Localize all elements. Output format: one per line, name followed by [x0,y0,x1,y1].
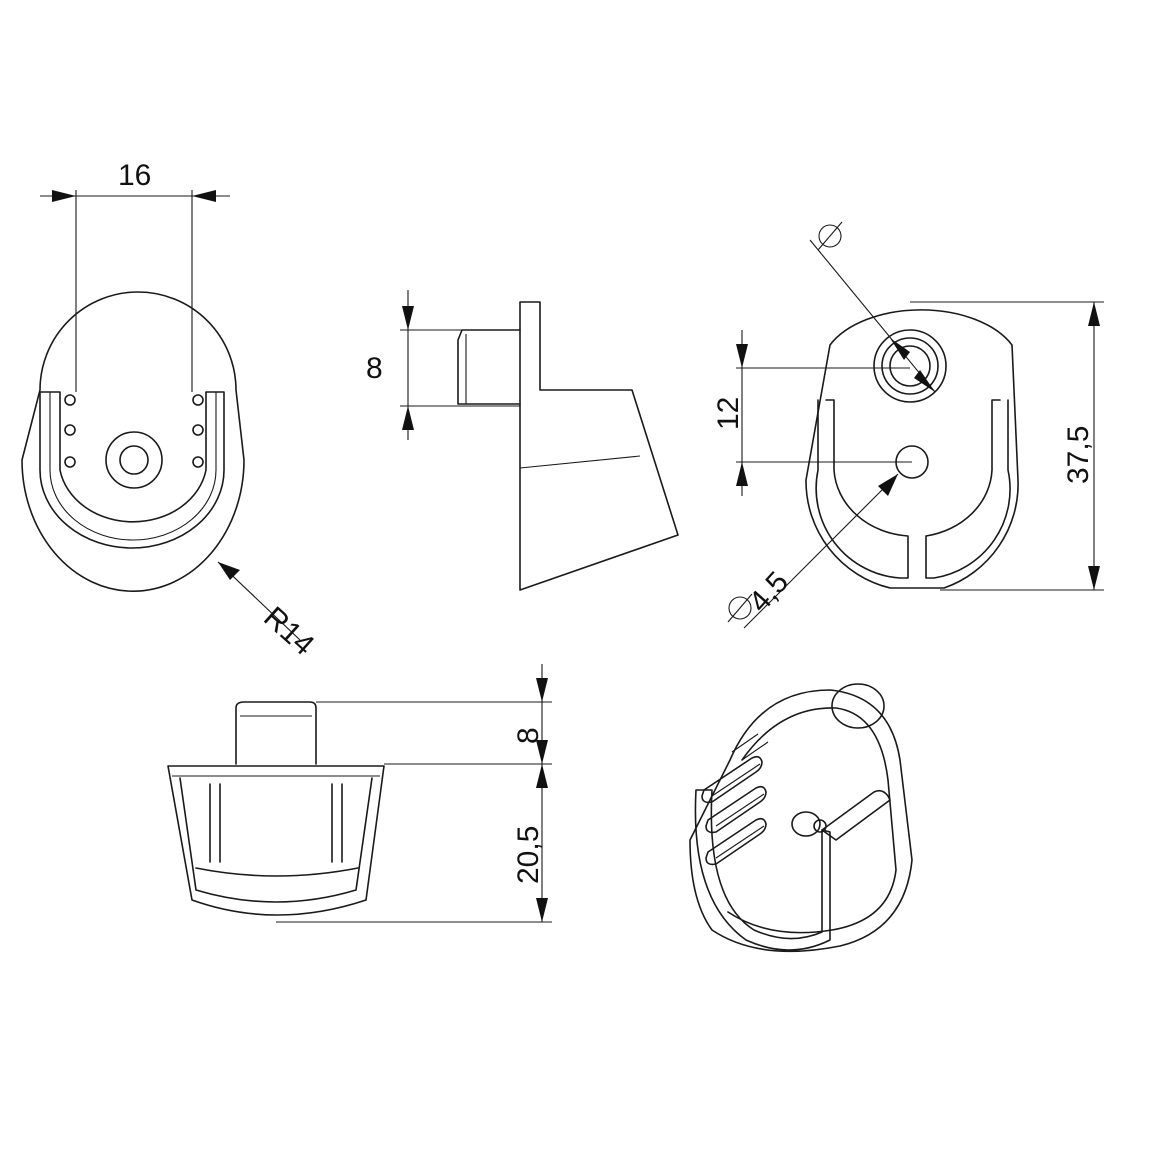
isometric-view [689,683,913,953]
dim-front-height: 37,5 [1062,426,1095,484]
dim-top-width: 16 [118,159,151,192]
top-view: 16 R14 [21,159,320,662]
diameter-symbol-lower [727,593,753,623]
dim-side-stem: 8 [366,352,383,385]
ribs [701,755,767,866]
elevation-view: 8 20,5 [167,664,552,923]
dim-elev-stem: 8 [512,727,545,744]
dim-top-radius: R14 [257,601,320,662]
diameter-symbol-upper [817,221,843,251]
front-view: 12 37,5 4,5 [712,221,1104,629]
dim-elev-body: 20,5 [512,826,545,884]
dim-front-spacing: 12 [712,397,745,430]
side-view: 8 [366,290,679,591]
